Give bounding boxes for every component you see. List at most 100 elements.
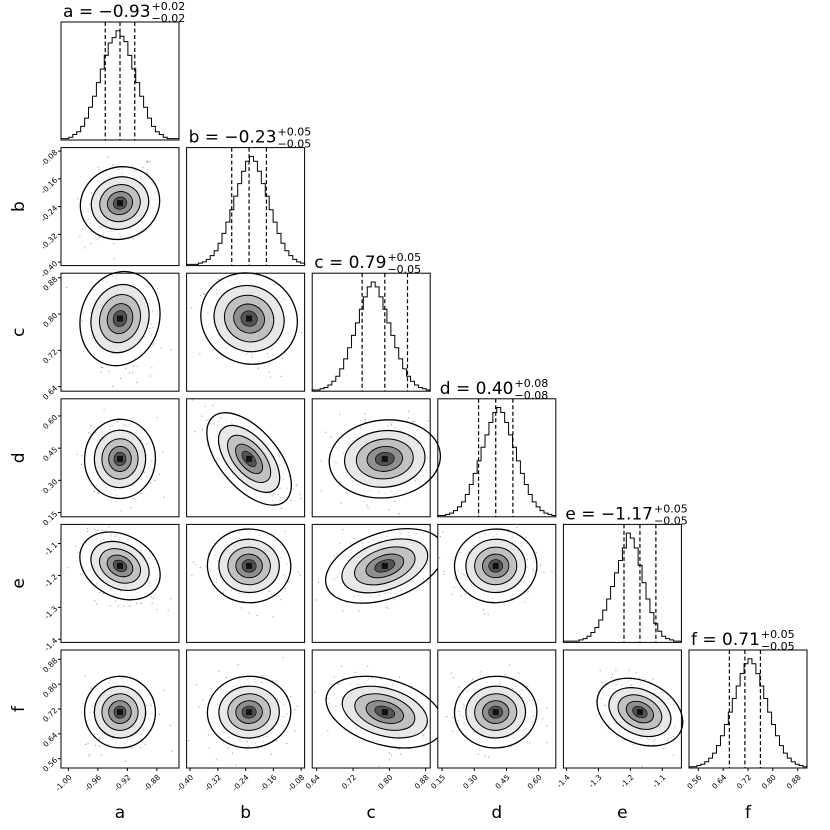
y-tick-label-f: 0.88 (41, 656, 59, 674)
y-tick-label-c: 0.72 (41, 347, 59, 365)
param-plus-b: +0.05 (278, 126, 312, 139)
density-panel-e-d (437, 523, 557, 643)
x-tick-label-f: 0.64 (710, 773, 728, 791)
x-tick-label-e: -1.4 (555, 773, 572, 790)
panel-frame-a (60, 21, 180, 141)
panel-frame (60, 272, 180, 392)
x-tick-label-e: -1.1 (651, 773, 668, 790)
x-tick-label-c: 0.72 (340, 773, 358, 791)
x-tick-label-f: 0.80 (760, 773, 778, 791)
x-tick-label-d: 0.30 (461, 773, 479, 791)
density-peak (381, 455, 388, 462)
x-axis-label-b: b (240, 803, 251, 823)
panel-frame (60, 398, 180, 518)
histogram-c (311, 281, 431, 392)
density-panel-e-c (311, 523, 445, 643)
hist-panel-d: d = 0.40+0.08−0.08 (437, 377, 557, 518)
histogram-f (688, 658, 808, 768)
panel-frame-e (562, 523, 682, 643)
panel-frame (186, 398, 306, 518)
x-tick-label-b: -0.16 (258, 773, 278, 793)
panel-frame (437, 523, 557, 643)
x-tick-label-b: -0.40 (175, 773, 195, 793)
density-panel-f-e (562, 649, 684, 769)
density-peak (636, 709, 643, 716)
histogram-a (60, 30, 180, 140)
density-panel-b-a (60, 147, 180, 267)
density-panel-d-b (186, 398, 306, 518)
y-tick-label-b: -0.16 (39, 176, 59, 196)
panel-frame (186, 272, 306, 392)
hist-panel-c: c = 0.79+0.05−0.05 (311, 251, 431, 392)
density-peak (117, 709, 123, 716)
x-tick-label-a: -0.88 (142, 773, 162, 793)
x-axis-label-a: a (115, 803, 125, 823)
hist-panel-a: a = −0.93+0.02−0.02 (60, 0, 186, 141)
y-tick-label-f: 0.72 (41, 706, 59, 724)
param-minus-f: −0.05 (761, 640, 795, 653)
param-minus-a: −0.02 (152, 12, 186, 25)
y-axis-label-e: e (9, 578, 29, 588)
density-peak (246, 709, 253, 716)
param-title-c: c = 0.79 (314, 253, 386, 273)
panel-frame (311, 398, 431, 518)
param-title-d: d = 0.40 (440, 379, 514, 399)
y-tick-label-e: -1.3 (43, 604, 60, 621)
y-axis-label-f: f (9, 705, 29, 712)
density-panel-f-a (60, 649, 180, 769)
x-tick-label-c: 0.80 (376, 773, 394, 791)
x-tick-label-f: 0.88 (785, 773, 803, 791)
y-tick-label-d: 0.30 (41, 477, 59, 495)
density-panel-f-d (437, 649, 557, 769)
panel-frame (186, 523, 306, 643)
density-peak (246, 315, 253, 322)
histogram-d (437, 407, 557, 517)
panel-frame-b (186, 147, 306, 267)
density-panel-e-a (60, 523, 180, 643)
x-tick-label-b: -0.24 (231, 773, 251, 793)
density-peak (492, 709, 499, 716)
x-tick-label-a: -0.96 (83, 773, 103, 793)
panel-frame (311, 523, 431, 643)
density-panel-f-b (186, 649, 306, 769)
density-panel-e-b (186, 523, 306, 643)
y-tick-label-b: -0.32 (39, 231, 59, 251)
panel-frame (311, 649, 431, 769)
y-tick-label-d: 0.60 (41, 413, 59, 431)
histogram-e (562, 532, 682, 643)
param-plus-a: +0.02 (152, 0, 186, 13)
param-plus-c: +0.05 (387, 251, 421, 264)
density-panel-f-c (311, 649, 445, 769)
histogram-b (186, 155, 306, 266)
panel-frame-d (437, 398, 557, 518)
x-tick-label-d: 0.15 (429, 773, 447, 791)
y-tick-label-e: -1.4 (43, 636, 60, 653)
y-tick-label-e: -1.1 (43, 540, 60, 557)
panel-frame (562, 649, 682, 769)
param-title-a: a = −0.93 (63, 2, 151, 22)
x-tick-label-a: -1.00 (53, 773, 73, 793)
x-axis-label-f: f (745, 803, 752, 823)
param-plus-d: +0.08 (515, 377, 549, 390)
panel-frame-f (688, 649, 808, 769)
density-panel-c-a (60, 270, 180, 392)
hist-panel-b: b = −0.23+0.05−0.05 (186, 126, 312, 267)
density-peak (492, 562, 499, 569)
x-tick-label-b: -0.08 (286, 773, 306, 793)
density-panel-c-b (186, 272, 306, 392)
x-tick-label-e: -1.3 (587, 773, 604, 790)
y-tick-label-c: 0.80 (41, 311, 59, 329)
y-tick-label-b: -0.08 (39, 148, 59, 168)
y-tick-label-b: -0.40 (39, 259, 59, 279)
y-tick-label-c: 0.64 (41, 383, 59, 401)
hist-panel-f: f = 0.71+0.05−0.05 (688, 628, 808, 769)
param-title-b: b = −0.23 (189, 128, 277, 148)
y-axis-label-b: b (9, 201, 29, 212)
param-minus-e: −0.05 (654, 514, 688, 527)
param-plus-e: +0.05 (654, 502, 688, 515)
density-peak (246, 562, 253, 569)
density-panel-d-c (311, 398, 442, 518)
param-title-f: f = 0.71 (691, 630, 760, 650)
density-peak (117, 562, 123, 569)
